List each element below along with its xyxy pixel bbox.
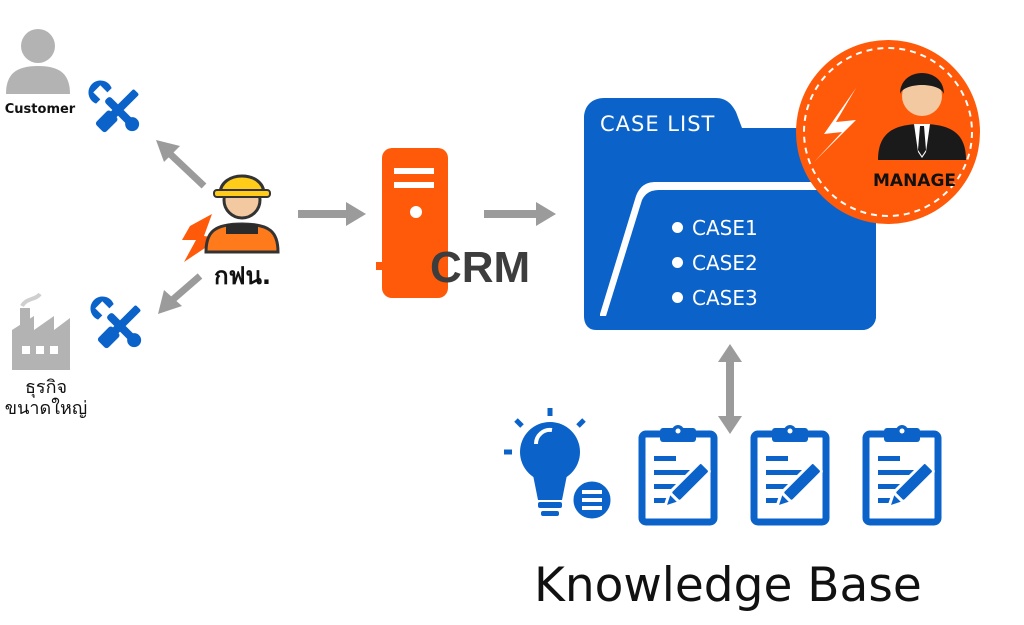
case-item-3: CASE3 [672, 288, 758, 308]
tools-bottom-icon [85, 291, 148, 354]
worker-label: กฟน. [214, 262, 272, 290]
tools-top-icon [83, 75, 146, 138]
document-icon-2 [754, 425, 826, 522]
hardhat-worker-icon [182, 174, 280, 262]
folder-icon [584, 98, 882, 330]
case-list-title: CASE LIST [600, 112, 716, 136]
arrow-to-business-tools [158, 273, 203, 314]
document-icon-3 [866, 425, 938, 522]
business-label: ธุรกิจ ขนาดใหญ่ [4, 377, 88, 419]
arrow-to-crm [298, 202, 366, 226]
document-icon-1 [642, 425, 714, 522]
customer-person-icon [6, 29, 70, 94]
lightbulb-icon [504, 408, 614, 522]
crm-label: CRM [430, 243, 531, 292]
case-item-1: CASE1 [672, 218, 758, 238]
arrow-to-customer-tools [156, 140, 207, 189]
case-item-2: CASE2 [672, 253, 758, 273]
customer-label: Customer [4, 102, 76, 117]
double-arrow-icon [718, 344, 742, 434]
arrow-to-case-list [484, 202, 556, 226]
manager-icon [796, 40, 980, 224]
knowledge-base-label: Knowledge Base [534, 558, 922, 613]
factory-icon [12, 292, 70, 370]
manage-label: MANAGE [873, 171, 957, 191]
server-icon [376, 148, 448, 298]
